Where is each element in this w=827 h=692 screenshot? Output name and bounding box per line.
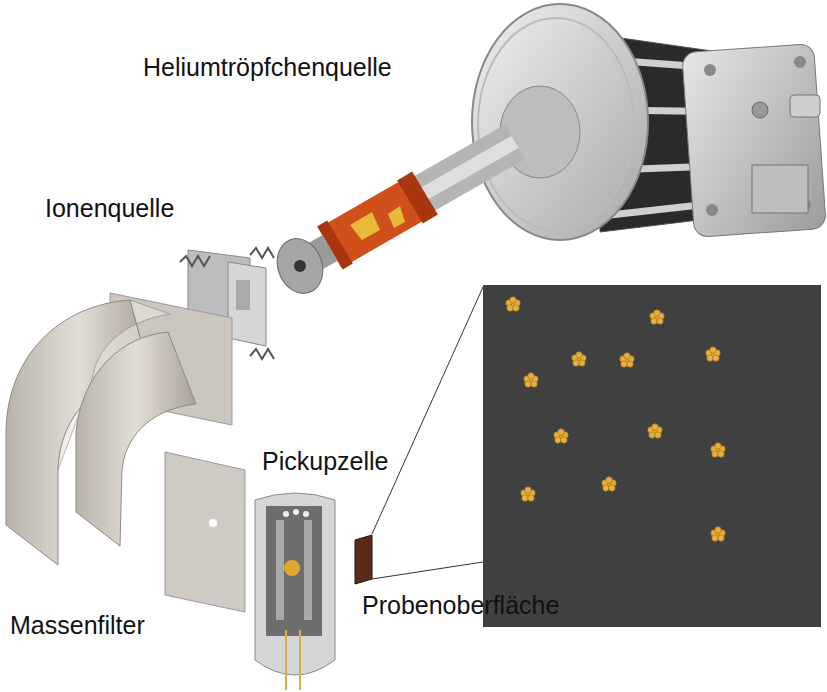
mass-filter-part bbox=[209, 519, 217, 527]
gold-cluster bbox=[624, 353, 630, 359]
part-label: Heliumtröpfchenquelle bbox=[143, 52, 392, 82]
part-label: Probenoberfläche bbox=[362, 590, 559, 620]
gold-cluster bbox=[525, 487, 531, 493]
beam-tube-part bbox=[330, 195, 422, 248]
helium-source-part bbox=[472, 4, 648, 240]
pickup-cell-part bbox=[276, 520, 284, 620]
helium-source bbox=[472, 4, 826, 240]
gold-cluster bbox=[561, 437, 567, 443]
pickup-cell-part bbox=[299, 630, 301, 690]
helium-source-part bbox=[704, 64, 716, 76]
gold-cluster bbox=[531, 381, 537, 387]
surface-zoom-inset bbox=[483, 285, 821, 627]
helium-source-part bbox=[790, 95, 820, 117]
gold-cluster bbox=[652, 424, 658, 430]
helium-source-part bbox=[706, 204, 718, 216]
pickup-cell bbox=[255, 493, 335, 690]
gold-cluster bbox=[712, 451, 718, 457]
part-label: Massenfilter bbox=[10, 610, 145, 640]
gold-cluster bbox=[525, 381, 531, 387]
ion-source-part bbox=[180, 256, 210, 266]
beam-tube-part bbox=[350, 212, 380, 240]
pickup-cell-part bbox=[255, 493, 335, 675]
gold-cluster bbox=[522, 495, 528, 501]
gold-cluster bbox=[513, 305, 519, 311]
gold-cluster bbox=[655, 432, 661, 438]
beam-tube-part bbox=[270, 232, 330, 300]
beam-tube-part bbox=[330, 242, 340, 248]
helium-source-part bbox=[752, 102, 768, 118]
helium-source-part bbox=[752, 165, 808, 213]
gold-cluster bbox=[606, 477, 612, 483]
gold-cluster bbox=[715, 443, 721, 449]
pickup-cell-part bbox=[293, 509, 299, 515]
sample-surface-part bbox=[372, 562, 483, 579]
ion-source-part bbox=[236, 280, 250, 310]
gold-cluster bbox=[507, 305, 513, 311]
ion-source-part bbox=[228, 262, 266, 346]
gold-cluster bbox=[603, 485, 609, 491]
gold-cluster bbox=[649, 432, 655, 438]
mass-filter-part bbox=[165, 452, 245, 612]
part-label: Ionenquelle bbox=[45, 193, 174, 223]
cluster-dots bbox=[506, 297, 725, 541]
pickup-cell-part bbox=[283, 511, 289, 517]
gold-cluster bbox=[718, 535, 724, 541]
gold-cluster bbox=[707, 355, 713, 361]
sample-surface-part bbox=[372, 287, 483, 534]
gold-cluster bbox=[710, 347, 716, 353]
gold-cluster bbox=[609, 485, 615, 491]
pickup-cell-part bbox=[266, 506, 322, 636]
pickup-cell-part bbox=[284, 560, 300, 576]
gold-cluster bbox=[579, 360, 585, 366]
beam-tube bbox=[270, 142, 515, 300]
gold-cluster bbox=[657, 318, 663, 324]
mass-filter bbox=[6, 300, 245, 612]
sample-surface bbox=[355, 287, 483, 584]
beam-tube-part bbox=[294, 260, 306, 272]
gold-cluster bbox=[558, 429, 564, 435]
gold-cluster bbox=[712, 535, 718, 541]
beam-tube-part bbox=[420, 142, 515, 196]
helium-source-part bbox=[682, 44, 827, 238]
beam-tube-part bbox=[420, 142, 515, 196]
pickup-cell-part bbox=[303, 511, 309, 517]
sample-surface-part bbox=[355, 535, 372, 584]
gold-cluster bbox=[713, 355, 719, 361]
beam-tube-part bbox=[388, 206, 405, 228]
gold-cluster bbox=[576, 352, 582, 358]
gold-cluster bbox=[528, 495, 534, 501]
gold-cluster bbox=[555, 437, 561, 443]
helium-source-part bbox=[478, 18, 634, 230]
gold-cluster bbox=[510, 297, 516, 303]
ion-source-part bbox=[250, 349, 274, 359]
part-label: Pickupzelle bbox=[262, 446, 388, 476]
ion-source-part bbox=[250, 248, 274, 258]
helium-source-part bbox=[794, 56, 806, 68]
gold-cluster bbox=[573, 360, 579, 366]
gold-cluster bbox=[651, 318, 657, 324]
pickup-cell-part bbox=[304, 520, 312, 620]
surface-zoom-inset-part bbox=[483, 285, 821, 627]
gold-cluster bbox=[528, 373, 534, 379]
gold-cluster bbox=[621, 361, 627, 367]
pickup-cell-part bbox=[285, 630, 287, 690]
beam-tube-part bbox=[410, 193, 425, 202]
gold-cluster bbox=[715, 527, 721, 533]
gold-cluster bbox=[718, 451, 724, 457]
gold-cluster bbox=[654, 310, 660, 316]
gold-cluster bbox=[627, 361, 633, 367]
